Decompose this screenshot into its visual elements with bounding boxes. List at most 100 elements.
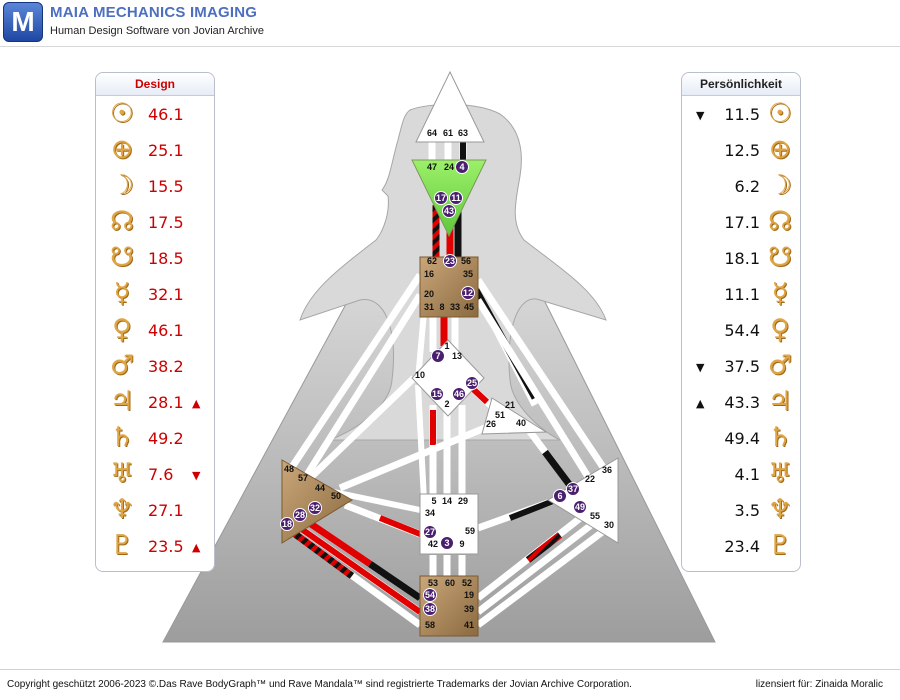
design-row-saturn: ♄ 49.2 xyxy=(96,421,214,457)
exalted-marker: ▲ xyxy=(696,397,705,410)
gate-57: 57 xyxy=(298,473,308,483)
gate-32: 32 xyxy=(310,503,320,513)
gate-23: 23 xyxy=(445,256,455,266)
design-value: 49.2 xyxy=(148,429,184,448)
gate-5: 5 xyxy=(431,496,436,506)
personality-row-south-node: ☋18.1 xyxy=(682,241,800,277)
design-row-sun: ☉46.1 xyxy=(96,97,214,133)
channel-25-51-active xyxy=(469,385,490,405)
gate-22: 22 xyxy=(585,474,595,484)
gate-39: 39 xyxy=(464,604,474,614)
gate-6-activation xyxy=(553,489,567,503)
channel-16-48 xyxy=(287,273,423,472)
gate-13: 13 xyxy=(452,351,462,361)
gate-14: 14 xyxy=(442,496,452,506)
design-value: 38.2 xyxy=(148,357,184,376)
gate-46: 46 xyxy=(454,389,464,399)
personality-value: 12.5 xyxy=(724,141,760,160)
channel-18-58-active xyxy=(292,531,355,579)
personality-row-pluto: ♇23.4 xyxy=(682,529,800,565)
gate-4: 4 xyxy=(459,162,464,172)
design-row-north-node: ☊17.5 xyxy=(96,205,214,241)
gate-55: 55 xyxy=(590,511,600,521)
gate-15: 15 xyxy=(432,389,442,399)
jupiter-icon: ♃ xyxy=(767,386,793,417)
channel-41-30 xyxy=(475,527,608,628)
venus-icon: ♀ xyxy=(770,314,790,345)
channel-28-38-active xyxy=(298,525,422,615)
gate-50: 50 xyxy=(331,491,341,501)
uranus-icon: ♅ xyxy=(767,458,793,489)
design-panel-title: Design xyxy=(96,73,214,96)
gate-7-activation xyxy=(431,349,445,363)
south-node-icon: ☋ xyxy=(110,242,134,273)
personality-panel-title: Persönlichkeit xyxy=(682,73,800,96)
gate-47: 47 xyxy=(427,162,437,172)
channel-10-34 xyxy=(415,384,427,501)
gate-15-activation xyxy=(430,387,444,401)
gate-43: 43 xyxy=(444,206,454,216)
center-heart xyxy=(481,397,548,435)
design-row-south-node: ☋18.5 xyxy=(96,241,214,277)
gate-40: 40 xyxy=(516,418,526,428)
moon-icon: ☽ xyxy=(767,170,793,201)
gate-3: 3 xyxy=(444,538,449,548)
center-head xyxy=(415,70,485,143)
channel-12-22 xyxy=(475,298,593,482)
gate-29: 29 xyxy=(458,496,468,506)
personality-row-venus: ♀ 54.4 xyxy=(682,313,800,349)
design-value: 27.1 xyxy=(148,501,184,520)
gate-33: 33 xyxy=(450,302,460,312)
gate-42: 42 xyxy=(428,539,438,549)
gate-12: 12 xyxy=(463,288,473,298)
channel-19-49-active xyxy=(525,532,563,563)
footer: Copyright geschützt 2006-2023 ©.Das Rave… xyxy=(0,669,900,700)
gate-18: 18 xyxy=(282,519,292,529)
design-value: 15.5 xyxy=(148,177,184,196)
gate-37: 37 xyxy=(568,484,578,494)
channel-40-37-active xyxy=(542,449,575,491)
mercury-icon: ☿ xyxy=(771,278,789,309)
app-subtitle: Human Design Software von Jovian Archive xyxy=(50,25,264,37)
pluto-icon: ♇ xyxy=(109,530,135,561)
personality-row-earth: ⊕12.5 xyxy=(682,133,800,169)
gate-53: 53 xyxy=(428,578,438,588)
gate-21: 21 xyxy=(505,400,515,410)
app-title: MAIA MECHANICS IMAGING xyxy=(50,4,258,21)
channel-26-44 xyxy=(338,421,494,492)
personality-value: 54.4 xyxy=(724,321,760,340)
pluto-icon: ♇ xyxy=(767,530,793,561)
personality-panel: Persönlichkeit ☉11.5▼⊕12.5☽6.2☊17.1☋18.1… xyxy=(681,72,801,572)
gate-10: 10 xyxy=(415,370,425,380)
channel-39-55 xyxy=(475,519,598,615)
gate-25-activation xyxy=(465,376,479,390)
neptune-icon: ♆ xyxy=(767,494,793,525)
design-value: 17.5 xyxy=(148,213,184,232)
detriment-marker: ▼ xyxy=(696,109,705,122)
personality-value: 11.5 xyxy=(724,105,760,124)
gate-18-activation xyxy=(280,517,294,531)
mars-icon: ♂ xyxy=(109,350,135,381)
mars-icon: ♂ xyxy=(767,350,793,381)
personality-row-jupiter: ♃43.3▲ xyxy=(682,385,800,421)
gate-25: 25 xyxy=(467,378,477,388)
detriment-marker: ▼ xyxy=(696,361,705,374)
gate-6: 6 xyxy=(557,491,562,501)
gate-7: 7 xyxy=(435,351,440,361)
personality-value: 18.1 xyxy=(724,249,760,268)
design-row-moon: ☽15.5 xyxy=(96,169,214,205)
channel-32-54-active-a xyxy=(303,517,372,567)
saturn-icon: ♄ xyxy=(109,422,135,453)
gate-64: 64 xyxy=(427,128,437,138)
gate-2: 2 xyxy=(444,399,449,409)
earth-icon: ⊕ xyxy=(110,134,134,165)
gate-24: 24 xyxy=(444,162,454,172)
design-value: 7.6 xyxy=(148,465,174,484)
gate-28: 28 xyxy=(295,510,305,520)
channel-59-6-active xyxy=(508,497,558,521)
gate-16: 16 xyxy=(424,269,434,279)
design-row-jupiter: ♃28.1▲ xyxy=(96,385,214,421)
gate-9: 9 xyxy=(459,539,464,549)
gate-46-activation xyxy=(452,387,466,401)
